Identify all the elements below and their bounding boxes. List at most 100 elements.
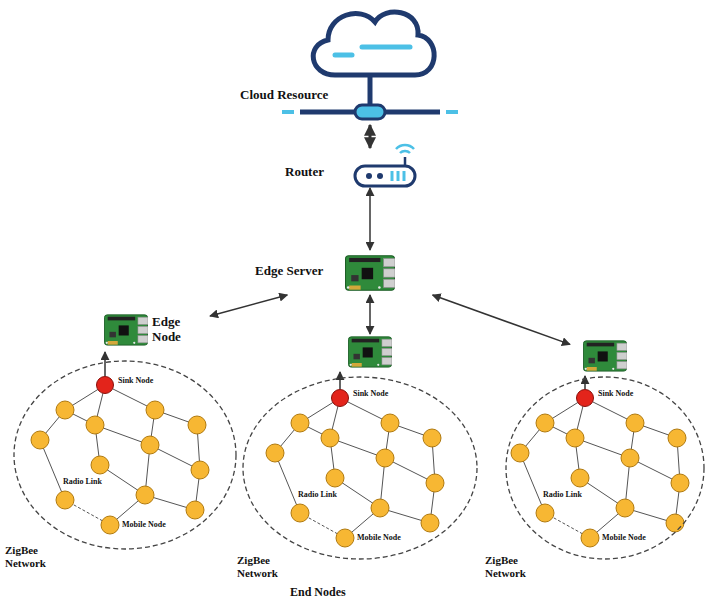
router-port (391, 171, 394, 181)
network-label: ZigBee Network (485, 554, 541, 579)
connector-arrow (369, 125, 372, 148)
end-node-dot (326, 469, 344, 487)
end-node-dot (266, 444, 284, 462)
annotation-label: Mobile Node (122, 521, 166, 530)
end-node-dot (581, 529, 599, 547)
annotation-label: Mobile Node (602, 534, 646, 543)
bar-connector (355, 105, 385, 119)
device-node: Router (270, 148, 470, 188)
end-node-dot (626, 414, 644, 432)
connector-arrow (104, 352, 106, 376)
sink-label: Sink Node (118, 376, 153, 385)
end-node-dot (321, 429, 339, 447)
end-node-dot (336, 529, 354, 547)
node-label: Cloud Resource (240, 88, 328, 103)
end-node-dot (101, 516, 119, 534)
router-port (403, 171, 406, 181)
device-node: Edge Server (255, 250, 485, 295)
annotation-label: Radio Link (298, 491, 337, 500)
group-label: End Nodes (290, 586, 346, 599)
edge-node-board (583, 341, 627, 371)
cloud-icon (282, 12, 458, 119)
sink-node: Sink Node (96, 376, 114, 394)
edge-server-board (346, 256, 395, 290)
node-label: Router (285, 165, 324, 180)
sink-label: Sink Node (353, 389, 388, 398)
sink-node: Sink Node (576, 389, 594, 407)
cloud-stripe (362, 45, 410, 50)
end-node-dot (291, 414, 309, 432)
end-node-dot (191, 461, 209, 479)
radio-link-line (520, 453, 545, 513)
network-ellipse (243, 377, 477, 559)
sink-node: Sink Node (331, 389, 349, 407)
end-node-dot (668, 429, 686, 447)
end-node-dot (616, 499, 634, 517)
end-node-dot (136, 486, 154, 504)
network-ellipse (506, 377, 704, 559)
end-node-dot (56, 401, 74, 419)
wifi-arc (400, 151, 410, 153)
zigbee-network: Sink NodeZigBee Network (505, 376, 705, 560)
router-light (366, 173, 372, 179)
device-node: Edge Node (100, 310, 210, 352)
bar-dash (282, 110, 294, 114)
router-light (377, 173, 383, 179)
connector-arrow (210, 295, 287, 316)
router-body (355, 166, 415, 186)
end-node-dot (91, 456, 109, 474)
end-node-dot (423, 429, 441, 447)
network-label: ZigBee Network (5, 544, 61, 569)
end-node-dot (671, 474, 689, 492)
end-node-dot (421, 514, 439, 532)
end-node-dot (56, 491, 74, 509)
bar-dash (446, 110, 458, 114)
network-outline (242, 376, 478, 560)
annotation-label: Radio Link (543, 491, 582, 500)
sink-label: Sink Node (598, 389, 633, 398)
edge-node-board (348, 337, 392, 367)
end-node-dot (621, 449, 639, 467)
zigbee-network: Sink NodeZigBee Network (242, 376, 478, 560)
end-node-dot (188, 416, 206, 434)
network-outline (505, 376, 705, 560)
connector-arrow (369, 295, 371, 334)
radio-link-line (40, 440, 65, 500)
device-node: Cloud Resource (235, 0, 505, 125)
end-node-dot (666, 514, 684, 532)
end-node-dot (291, 504, 309, 522)
edge-node-board (104, 315, 148, 345)
end-node-dot (141, 436, 159, 454)
router-icon (355, 145, 415, 186)
end-node-dot (511, 444, 529, 462)
end-node-dot (566, 429, 584, 447)
end-node-dot (536, 504, 554, 522)
end-node-dot (371, 499, 389, 517)
end-node-dot (376, 449, 394, 467)
node-label: Edge Node (152, 315, 204, 345)
connector-arrow (369, 188, 371, 250)
wifi-arc (396, 145, 414, 149)
connector-arrow (433, 295, 570, 344)
end-node-dot (381, 414, 399, 432)
zigbee-mesh (31, 385, 689, 547)
device-node (335, 334, 405, 372)
annotation-label: Mobile Node (357, 534, 401, 543)
end-node-dot (426, 474, 444, 492)
node-label: Edge Server (255, 264, 323, 279)
cloud-stem (368, 77, 373, 105)
router-port (397, 171, 400, 181)
end-node-dot (536, 414, 554, 432)
cloud-outline (313, 12, 434, 75)
network-ellipse (14, 361, 236, 549)
end-node-dot (31, 431, 49, 449)
connector-arrow (584, 376, 586, 389)
end-node-dot (86, 416, 104, 434)
end-node-dot (146, 401, 164, 419)
device-node (570, 338, 640, 376)
network-label: ZigBee Network (237, 554, 293, 579)
radio-link-line (275, 453, 300, 513)
